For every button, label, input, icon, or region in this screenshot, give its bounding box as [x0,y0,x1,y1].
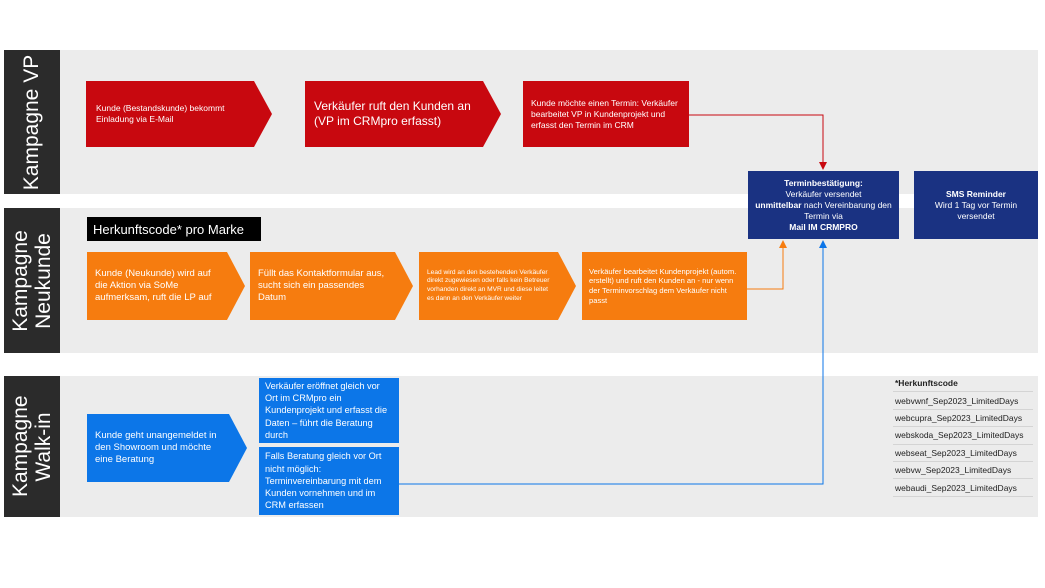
walkin-step-appointment-text: Falls Beratung gleich vor Ort nicht mögl… [265,451,382,511]
confirmation-title: Terminbestätigung: [784,177,863,188]
lane-label-walkin: Kampagne Walk-in [4,376,60,517]
neukunde-step-form-text: Füllt das Kontaktformular aus, sucht sic… [258,268,385,303]
herkunftscode-table-title: *Herkunftscode [893,375,1033,393]
walkin-step-appointment: Falls Beratung gleich vor Ort nicht mögl… [259,447,399,515]
vp-step-appointment-text: Kunde möchte einen Termin: Verkäufer bea… [531,97,678,130]
vp-step-invitation-text: Kunde (Bestandskunde) bekommt Einladung … [96,103,225,124]
herkunftscode-item: webvwnf_Sep2023_LimitedDays [893,392,1033,410]
herkunftscode-title-text: Herkunftscode* pro Marke [93,221,245,237]
connector-vp-to-confirmation [689,114,827,170]
vp-step-call-text: Verkäufer ruft den Kunden an (VP im CRMp… [314,99,471,128]
confirmation-box: Terminbestätigung: Verkäufer versendet u… [748,171,899,239]
herkunftscode-item: webaudi_Sep2023_LimitedDays [893,479,1033,497]
neukunde-step-social: Kunde (Neukunde) wird auf die Aktion via… [87,252,245,320]
walkin-step-direct-consultation: Verkäufer eröffnet gleich vor Ort im CRM… [259,378,399,443]
neukunde-step-social-text: Kunde (Neukunde) wird auf die Aktion via… [95,268,212,303]
herkunftscode-item: webvw_Sep2023_LimitedDays [893,462,1033,480]
herkunftscode-item: webcupra_Sep2023_LimitedDays [893,410,1033,428]
herkunftscode-title: Herkunftscode* pro Marke [87,217,261,241]
neukunde-step-project-text: Verkäufer bearbeitet Kundenprojekt (auto… [589,266,737,305]
neukunde-step-lead-text: Lead wird an den bestehenden Verkäufer d… [427,268,550,302]
walkin-step-showroom: Kunde geht unangemeldet in den Showroom … [87,414,247,482]
neukunde-step-lead: Lead wird an den bestehenden Verkäufer d… [419,252,576,320]
sms-reminder-content: SMS Reminder Wird 1 Tag vor Termin verse… [920,189,1032,222]
vp-step-call: Verkäufer ruft den Kunden an (VP im CRMp… [305,81,501,147]
connector-walkin-to-confirmation [399,240,827,485]
neukunde-step-project: Verkäufer bearbeitet Kundenprojekt (auto… [582,252,747,320]
herkunftscode-item: webskoda_Sep2023_LimitedDays [893,427,1033,445]
vp-step-appointment: Kunde möchte einen Termin: Verkäufer bea… [523,81,689,147]
neukunde-step-form: Füllt das Kontaktformular aus, sucht sic… [250,252,413,320]
walkin-step-direct-consultation-text: Verkäufer eröffnet gleich vor Ort im CRM… [265,380,388,440]
herkunftscode-table: *Herkunftscode webvwnf_Sep2023_LimitedDa… [893,375,1033,497]
sms-reminder-title: SMS Reminder [946,188,1006,199]
herkunftscode-item: webseat_Sep2023_LimitedDays [893,445,1033,462]
vp-step-invitation: Kunde (Bestandskunde) bekommt Einladung … [86,81,272,147]
confirmation-line2: nach Vereinbarung den Termin via [801,199,892,221]
sms-reminder-text: Wird 1 Tag vor Termin versendet [934,199,1018,221]
confirmation-line1: Verkäufer versendet [785,188,862,199]
confirmation-bold1: unmittelbar [755,199,802,210]
confirmation-content: Terminbestätigung: Verkäufer versendet u… [752,178,895,233]
connector-neukunde-to-confirmation [747,240,787,290]
lane-label-vp: Kampagne VP [4,50,60,194]
confirmation-bold2: Mail IM CRMPRO [789,221,858,232]
walkin-step-showroom-text: Kunde geht unangemeldet in den Showroom … [95,430,217,465]
sms-reminder-box: SMS Reminder Wird 1 Tag vor Termin verse… [914,171,1038,239]
lane-label-neukunde: Kampagne Neukunde [4,208,60,353]
